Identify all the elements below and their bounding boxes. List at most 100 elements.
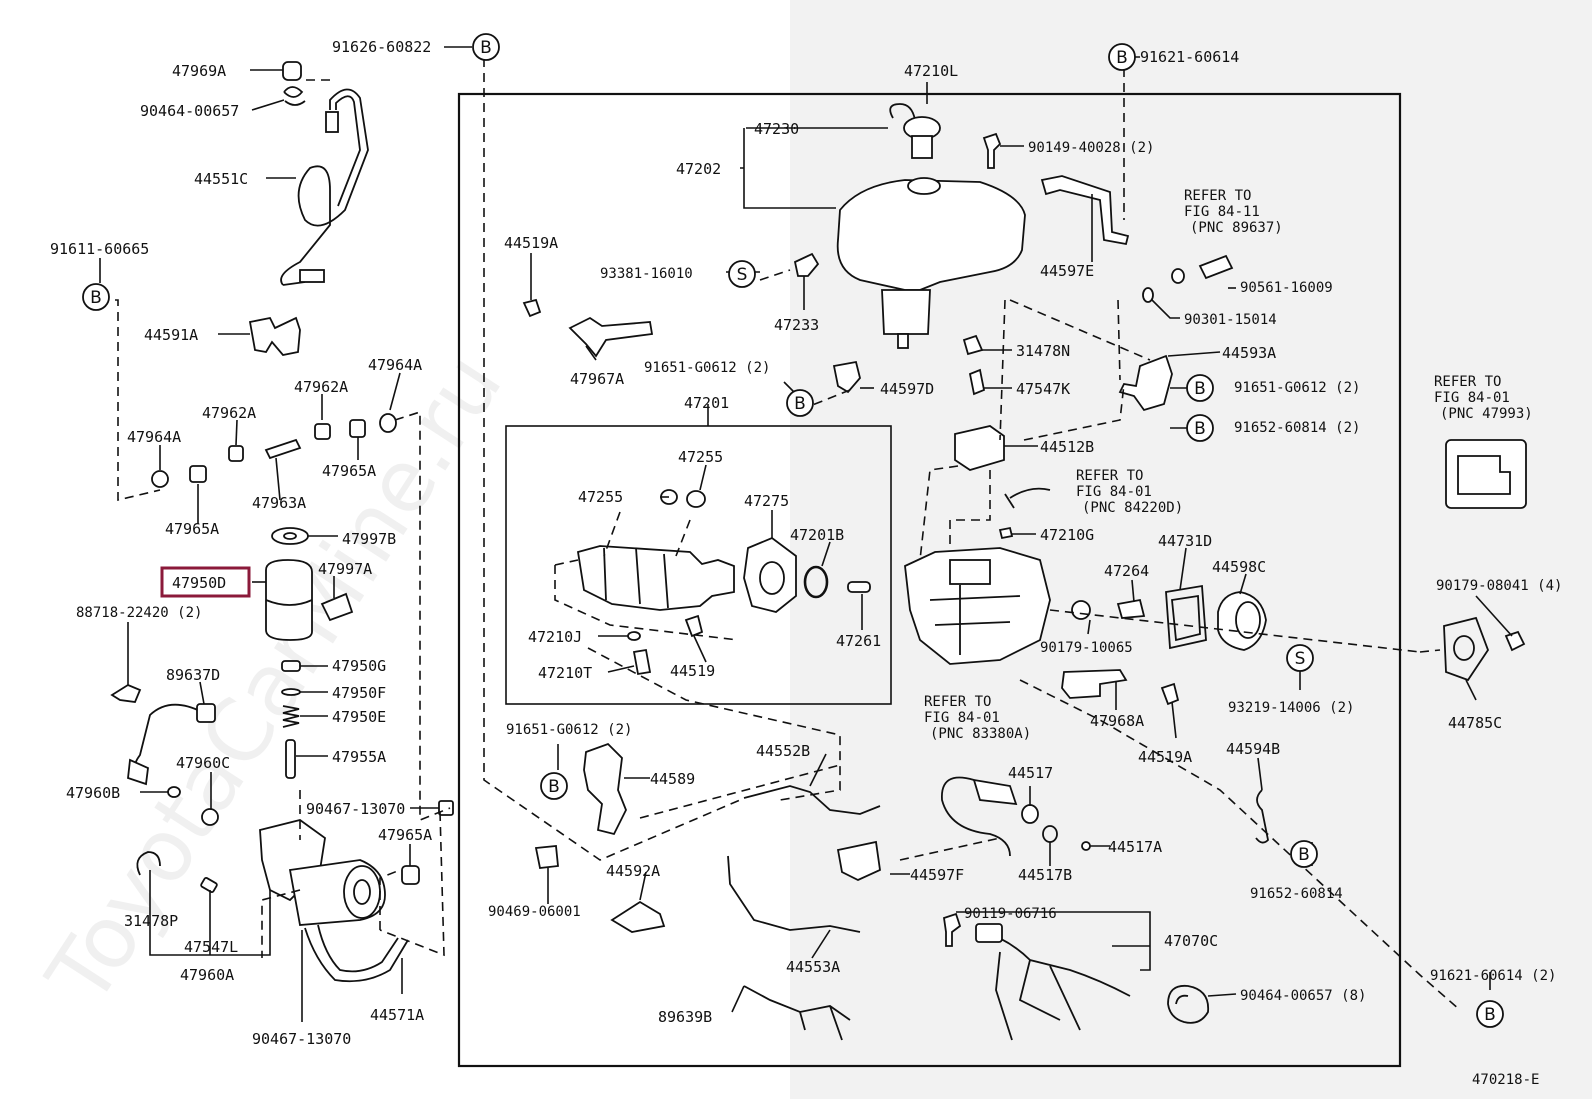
callout-44517A: 44517A <box>1108 838 1162 856</box>
part-47964A-left[interactable] <box>151 470 169 488</box>
part-47210J[interactable] <box>627 631 641 641</box>
part-47950F[interactable] <box>281 688 301 696</box>
part-44551C-hose-inner <box>282 95 361 286</box>
part-44592A-bracket[interactable] <box>610 900 666 933</box>
refer-note-89637[interactable]: REFER TO FIG 84-11 (PNC 89637) <box>1184 188 1283 236</box>
part-47201-cylinder[interactable] <box>576 545 735 611</box>
part-90561-bleeder[interactable] <box>1198 254 1234 280</box>
part-90561-washer[interactable] <box>1171 268 1185 284</box>
part-47233-bracket[interactable] <box>793 252 820 277</box>
part-47210T[interactable] <box>632 648 652 676</box>
callout-47967A: 47967A <box>570 370 624 388</box>
part-47261-pin[interactable] <box>847 581 871 593</box>
callout-44571A: 44571A <box>370 1006 424 1024</box>
part-90464-00657-clamp[interactable] <box>1167 984 1210 1024</box>
part-47993-box[interactable] <box>1445 439 1527 509</box>
part-44512B-block[interactable] <box>954 425 1005 471</box>
callout-47950G: 47950G <box>332 657 386 675</box>
part-47965A-right[interactable] <box>349 419 366 438</box>
part-47202-reservoir[interactable] <box>836 179 1026 291</box>
part-sensor-84220D[interactable] <box>1004 487 1051 509</box>
part-44517B-washer[interactable] <box>1042 825 1058 843</box>
part-90464-clamp[interactable] <box>283 86 306 106</box>
part-47210G-oring[interactable] <box>998 526 1014 540</box>
part-47965A-bottom[interactable] <box>401 865 420 885</box>
refer-note-84220D[interactable]: REFER TO FIG 84-01 (PNC 84220D) <box>1076 468 1183 516</box>
part-44553A-tube[interactable] <box>727 855 861 933</box>
part-47950E-spring[interactable] <box>282 705 300 728</box>
part-88718-clip[interactable] <box>110 683 142 703</box>
callout-47960A: 47960A <box>180 966 234 984</box>
part-89639B-harness[interactable] <box>743 985 851 1041</box>
refer-note-83380A[interactable]: REFER TO FIG 84-01 (PNC 83380A) <box>924 694 1031 742</box>
part-44731D-gasket[interactable] <box>1165 584 1207 650</box>
assembly-frame-47210L <box>457 92 1402 1068</box>
part-47968A-bracket[interactable] <box>1061 669 1128 699</box>
part-90301-oring[interactable] <box>1142 287 1154 303</box>
part-90179-08041-nut[interactable] <box>1504 630 1526 652</box>
part-47962A-left[interactable] <box>228 445 244 462</box>
part-47960C[interactable] <box>201 808 219 826</box>
part-47950D-accumulator[interactable] <box>265 559 313 641</box>
part-44597E-bracket[interactable] <box>1040 175 1130 246</box>
callout-44785C: 44785C <box>1448 714 1502 732</box>
part-44597D-bracket[interactable] <box>832 360 861 394</box>
part-47955A-pin[interactable] <box>285 739 296 779</box>
part-90119-bolt[interactable] <box>943 912 962 947</box>
part-47070C-harness[interactable] <box>979 929 1131 1041</box>
part-47964A-right[interactable] <box>379 413 397 433</box>
part-90469-clip[interactable] <box>534 845 559 869</box>
callout-47261: 47261 <box>836 632 881 650</box>
part-47969A-cap[interactable] <box>282 61 302 81</box>
part-44593A-bracket[interactable] <box>1118 354 1173 412</box>
part-47255-right[interactable] <box>686 490 706 508</box>
part-44591A-bracket[interactable] <box>248 316 301 356</box>
part-actuator-body[interactable] <box>904 547 1051 665</box>
marker-b-3: B <box>1108 43 1136 71</box>
part-44551C-hose[interactable] <box>280 88 369 286</box>
part-90179-10065[interactable] <box>1071 600 1091 620</box>
part-47547L[interactable] <box>200 877 218 893</box>
part-89637D-sensor[interactable] <box>127 758 149 786</box>
part-31478N[interactable] <box>962 334 984 356</box>
refer-note-47993[interactable]: REFER TO FIG 84-01 (PNC 47993) <box>1434 374 1533 422</box>
part-pump-motor-shaft <box>353 879 371 905</box>
highlight-box-47950D[interactable] <box>160 566 251 598</box>
callout-89639B: 89639B <box>658 1008 712 1026</box>
part-47967A-bracket[interactable] <box>568 316 654 358</box>
part-90149-bolt[interactable] <box>982 132 1002 169</box>
part-47201B-oring[interactable] <box>803 565 829 599</box>
part-90467-clip[interactable] <box>438 800 454 816</box>
part-44519A-bottom-bolt[interactable] <box>1160 682 1180 706</box>
part-47963A-pin[interactable] <box>264 438 302 460</box>
callout-44512B: 44512B <box>1040 438 1094 456</box>
part-44519-bolt[interactable] <box>684 614 704 638</box>
part-47547K[interactable] <box>968 368 986 396</box>
callout-91621-b: 91621-60614 (2) <box>1430 968 1556 984</box>
svg-text:FIG 84-01: FIG 84-01 <box>1434 390 1510 406</box>
part-44597F-bracket[interactable] <box>836 840 881 881</box>
part-89637D-connector[interactable] <box>196 703 216 723</box>
part-44785C-gasket[interactable] <box>1443 616 1490 682</box>
part-47202-neck <box>907 177 941 195</box>
part-47965A-left[interactable] <box>189 465 207 483</box>
part-31478P[interactable] <box>136 851 161 876</box>
part-44598C-housing[interactable] <box>1217 591 1267 651</box>
callout-44597F: 44597F <box>910 866 964 884</box>
part-47962A-right[interactable] <box>314 423 331 440</box>
part-47960B[interactable] <box>167 786 181 798</box>
part-44571A-hose[interactable] <box>304 924 409 983</box>
part-44552B-tube[interactable] <box>743 785 881 815</box>
callout-47264: 47264 <box>1104 562 1149 580</box>
callout-44519A-top: 44519A <box>504 234 558 252</box>
part-44589-bracket[interactable] <box>583 742 627 836</box>
part-44594B-clip[interactable] <box>1255 789 1269 844</box>
part-47264-clip[interactable] <box>1116 598 1146 619</box>
part-44517A-oring[interactable] <box>1081 841 1091 851</box>
part-47997A-band[interactable] <box>320 592 354 622</box>
part-44519A-top-bolt[interactable] <box>522 298 542 318</box>
part-44517-sensor[interactable] <box>972 778 1018 806</box>
callout-44731D: 44731D <box>1158 532 1212 550</box>
part-47950G[interactable] <box>281 660 301 672</box>
